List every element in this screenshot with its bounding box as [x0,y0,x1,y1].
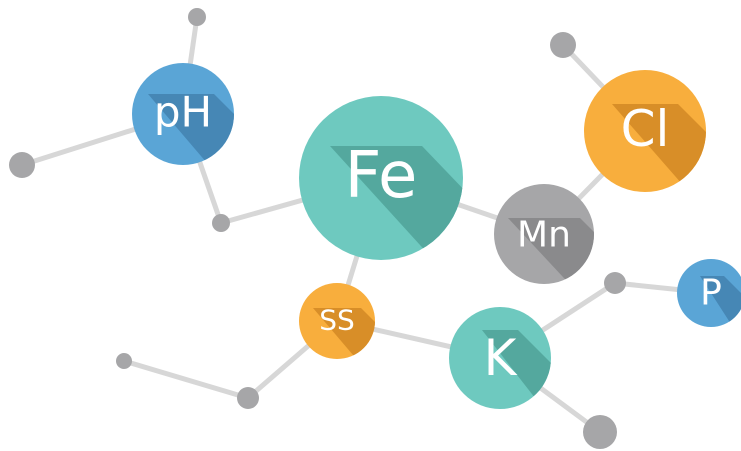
node-label-mn: Mn [517,215,571,256]
dot-cl [550,32,576,58]
dot-lower [212,214,230,232]
dot-top [188,8,206,26]
dot-left [9,152,35,178]
node-k: K [449,307,551,409]
node-cl: Cl [584,70,706,192]
node-label-cl: Cl [621,100,670,158]
link-dot-dot [121,358,251,401]
node-ph: pH [132,63,234,165]
dot-far-left [116,353,132,369]
connector-dots [9,8,626,449]
dot-bottom [583,415,617,449]
node-label-ss: SS [319,304,355,337]
node-fe: Fe [299,96,463,260]
node-p: P [677,259,741,327]
node-mn: Mn [494,184,594,284]
dot-k-right [604,272,626,294]
node-label-p: P [700,273,722,314]
node-label-k: K [484,329,518,387]
dot-ss-lower [237,387,259,409]
node-label-fe: Fe [345,139,418,213]
node-ss: SS [299,283,375,359]
node-label-ph: pH [154,88,212,137]
